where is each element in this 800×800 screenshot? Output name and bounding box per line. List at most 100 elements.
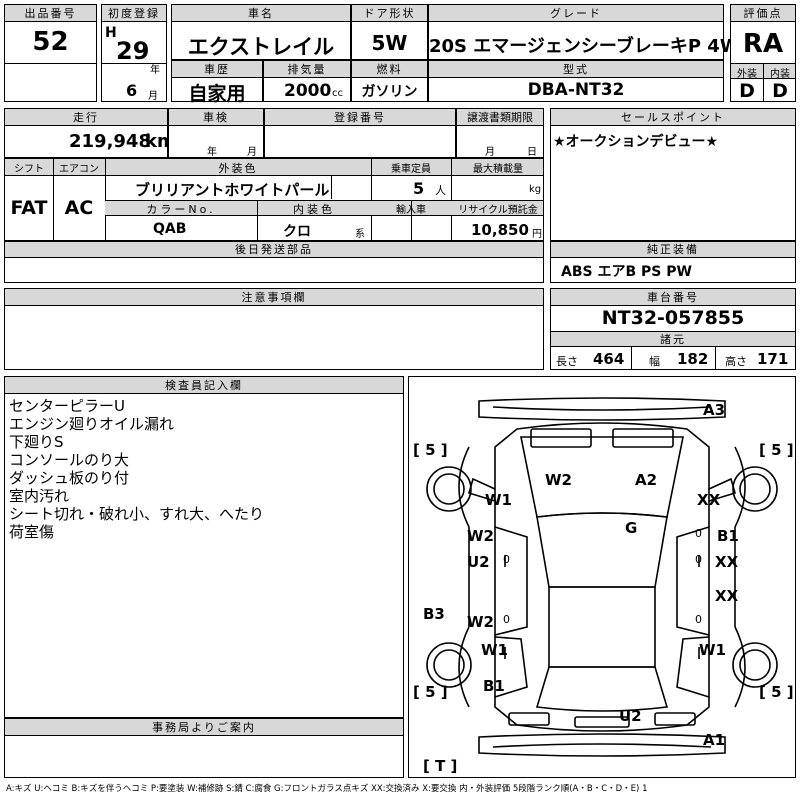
- door-label: ドア形状: [352, 5, 427, 22]
- sales-point-value: ★オークションデビュー★: [553, 134, 719, 150]
- damage-w2-left-rear: W2: [467, 613, 494, 631]
- note-line: センターピラーU: [9, 397, 125, 415]
- inspection-year-unit: 年: [207, 147, 217, 158]
- damage-w2-left-door: W2: [467, 527, 494, 545]
- damage-xx-right-rear: XX: [715, 587, 739, 605]
- zero-mark: 0: [695, 527, 702, 540]
- fuel-value: ガソリン: [361, 84, 418, 100]
- displacement-unit: cc: [332, 88, 343, 99]
- damage-a2-hood: A2: [635, 471, 658, 489]
- score-value: RA: [742, 29, 784, 59]
- fuel-label: 燃料: [352, 61, 427, 78]
- door-value: 5W: [371, 31, 408, 55]
- car-diagram: [426, 397, 778, 757]
- dims-label: 諸元: [551, 331, 795, 347]
- model-box: 型式 DBA-NT32: [428, 60, 724, 102]
- inspection-label: 車検: [169, 109, 263, 126]
- score-label: 評価点: [731, 5, 795, 22]
- zero-mark: 0: [695, 613, 702, 626]
- equipment-value: ABS エアB PS PW: [561, 264, 692, 280]
- legend-text: A:キズ U:ヘコミ B:キズを伴うヘコミ P:要塗装 W:補修跡 S:錆 C:…: [6, 784, 648, 794]
- shift-label: シフト: [14, 164, 44, 175]
- width-value: 182: [677, 350, 709, 368]
- car-name-label: 車名: [172, 5, 350, 22]
- zero-mark: 0: [695, 553, 702, 566]
- interior-color-value: クロ: [283, 224, 311, 240]
- displacement-box: 排気量 2000 cc: [263, 60, 351, 102]
- zero-mark: 0: [503, 553, 510, 566]
- recycle-value: 10,850: [471, 221, 529, 239]
- tire-bracket-bl: [ 5 ]: [413, 683, 448, 701]
- reg-year-unit: 年: [150, 65, 160, 76]
- registration-box: 登録番号: [264, 108, 456, 158]
- interior-grade: D: [772, 80, 788, 102]
- damage-w1-rl: W1: [481, 641, 508, 659]
- import-label: 輸入車: [396, 205, 426, 216]
- mileage-label: 走行: [5, 109, 167, 126]
- damage-w2-hood: W2: [545, 471, 572, 489]
- length-label: 長さ: [556, 355, 578, 368]
- office-label: 事務局よりご案内: [5, 719, 403, 736]
- interior-color-unit: 系: [355, 229, 365, 240]
- mileage-box: 走行 219,948 km: [4, 108, 176, 158]
- damage-b1-right-door: B1: [717, 527, 739, 545]
- fuel-box: 燃料 ガソリン: [351, 60, 428, 102]
- zero-mark: 0: [503, 613, 510, 626]
- note-line: シート切れ・破れ小、すれ大、へたり: [9, 505, 265, 523]
- recycle-label: リサイクル預託金: [458, 205, 538, 216]
- lot-box: 出品番号 52: [4, 4, 97, 102]
- history-value: 自家用: [188, 83, 246, 105]
- history-label: 車歴: [172, 61, 262, 78]
- interior-label: 内装: [770, 69, 790, 80]
- tire-bracket-tl: [ 5 ]: [413, 441, 448, 459]
- damage-u2-back: U2: [619, 707, 642, 725]
- score-box: 評価点 RA 外装 内装 D D: [730, 4, 796, 102]
- reg-month: 6: [126, 81, 138, 100]
- era: H: [105, 25, 117, 41]
- transfer-box: 譲渡書類期限 月 日: [456, 108, 544, 158]
- grade-value: 20S エマージェンシーブレーキP 4WD: [429, 36, 755, 57]
- car-name-box: 車名 エクストレイル: [171, 4, 351, 60]
- max-load-label: 最大積載量: [473, 164, 523, 175]
- inspector-box: 検査員記入欄 センターピラーU エンジン廻りオイル漏れ 下廻りS コンソールのり…: [4, 376, 404, 718]
- equipment-box: 純正装備 ABS エアB PS PW: [550, 241, 796, 283]
- caution-box: 注意事項欄: [4, 288, 544, 370]
- damage-w1-fl: W1: [485, 491, 512, 509]
- lot-label: 出品番号: [5, 5, 96, 22]
- height-label: 高さ: [725, 355, 747, 368]
- tire-bracket-t: [ T ]: [423, 757, 458, 775]
- inspector-notes: センターピラーU エンジン廻りオイル漏れ 下廻りS コンソールのり大 ダッシュ板…: [9, 397, 264, 541]
- tire-bracket-br: [ 5 ]: [759, 683, 794, 701]
- equipment-label: 純正装備: [551, 242, 795, 258]
- grade-box: グレード 20S エマージェンシーブレーキP 4WD: [428, 4, 755, 60]
- displacement-label: 排気量: [264, 61, 350, 78]
- tire-br: 5: [771, 683, 782, 701]
- note-line: エンジン廻りオイル漏れ: [9, 415, 175, 433]
- parts-label: 後日発送部品: [5, 242, 543, 258]
- parts-box: 後日発送部品: [4, 241, 544, 283]
- capacity-label: 乗車定員: [391, 164, 431, 175]
- recycle-unit: 円: [532, 229, 542, 240]
- office-box: 事務局よりご案内: [4, 718, 404, 778]
- spec-box: シフト エアコン 外装色 乗車定員 最大積載量 FAT AC ブリリアントホワイ…: [4, 158, 544, 241]
- tire-t: T: [435, 757, 446, 775]
- chassis-label: 車台番号: [551, 289, 795, 306]
- damage-b3: B3: [423, 605, 445, 623]
- note-line: 荷室傷: [9, 523, 55, 541]
- tire-tr: 5: [771, 441, 782, 459]
- note-line: 下廻りS: [9, 433, 64, 451]
- ac-value: AC: [64, 197, 94, 219]
- transfer-month-unit: 月: [485, 147, 495, 158]
- damage-a3: A3: [703, 401, 726, 419]
- max-load-unit: kg: [529, 184, 542, 195]
- capacity-value: 5: [413, 179, 425, 198]
- exterior-label: 外装: [737, 69, 757, 80]
- inspector-label: 検査員記入欄: [5, 377, 403, 394]
- reg-year: 29: [116, 37, 150, 65]
- damage-w1-rr: W1: [699, 641, 726, 659]
- shift-value: FAT: [10, 197, 48, 219]
- history-box: 車歴 自家用: [171, 60, 263, 105]
- capacity-unit: 人: [435, 184, 446, 197]
- damage-xx-fr: XX: [697, 491, 721, 509]
- color-no-label: カラーNo.: [146, 203, 216, 216]
